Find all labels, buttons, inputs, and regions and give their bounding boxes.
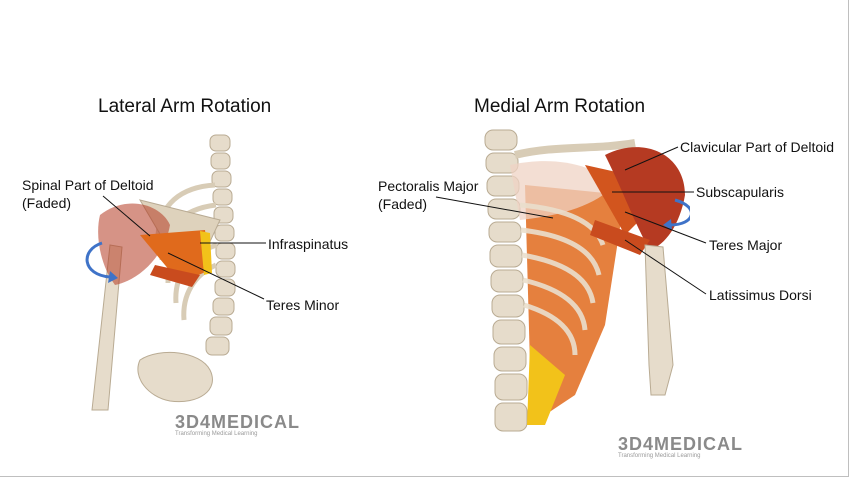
lateral-rotation-title: Lateral Arm Rotation [98,96,272,117]
brand-right: 3D4MEDICAL Transforming Medical Learning [618,434,743,459]
teres-minor-muscle [150,265,200,287]
label-spinal-deltoid-line2: (Faded) [22,195,72,211]
leader-pectoralis [435,196,554,219]
label-subscapularis: Subscapularis [696,184,784,200]
ribs-right [519,202,606,356]
medial-anatomy-image [484,129,693,432]
faded-deltoid [98,203,170,285]
clavicle-right [514,139,636,159]
humerus-right [644,244,674,396]
label-spinal-deltoid-line1: Spinal Part of Deltoid [22,177,154,193]
brand-left: 3D4MEDICAL Transforming Medical Learning [175,412,300,437]
spine-left [205,134,236,356]
leader-latissimus [624,239,707,295]
brand-tagline-left: Transforming Medical Learning [175,431,258,437]
brand-logo-left: 3D4MEDICAL [175,412,301,432]
label-pectoralis: Pectoralis Major (Faded) [378,177,478,213]
pelvis-left [137,351,213,403]
label-teres-minor: Teres Minor [266,297,340,313]
brand-logo-right: 3D4MEDICAL [618,434,744,454]
brand-tagline-right: Transforming Medical Learning [618,453,701,459]
spine-right [484,129,528,432]
lateral-rotation-arrow [85,241,111,279]
leader-teres-minor [167,252,265,300]
label-latissimus: Latissimus Dorsi [709,287,812,303]
lateral-anatomy-image [85,134,236,411]
label-pectoralis-line1: Pectoralis Major [378,178,479,194]
label-infraspinatus: Infraspinatus [268,236,349,252]
leader-teres-major [624,211,707,244]
label-clavicular-deltoid: Clavicular Part of Deltoid [680,139,835,155]
leader-clavicular-deltoid [624,146,679,171]
label-teres-major: Teres Major [709,237,783,253]
medial-rotation-illustration [475,125,693,433]
leader-spinal-deltoid [102,195,151,237]
medial-rotation-title: Medial Arm Rotation [474,96,646,117]
label-spinal-deltoid: Spinal Part of Deltoid (Faded) [22,176,154,212]
label-pectoralis-line2: (Faded) [378,196,428,212]
lateral-rotation-illustration [70,125,270,420]
